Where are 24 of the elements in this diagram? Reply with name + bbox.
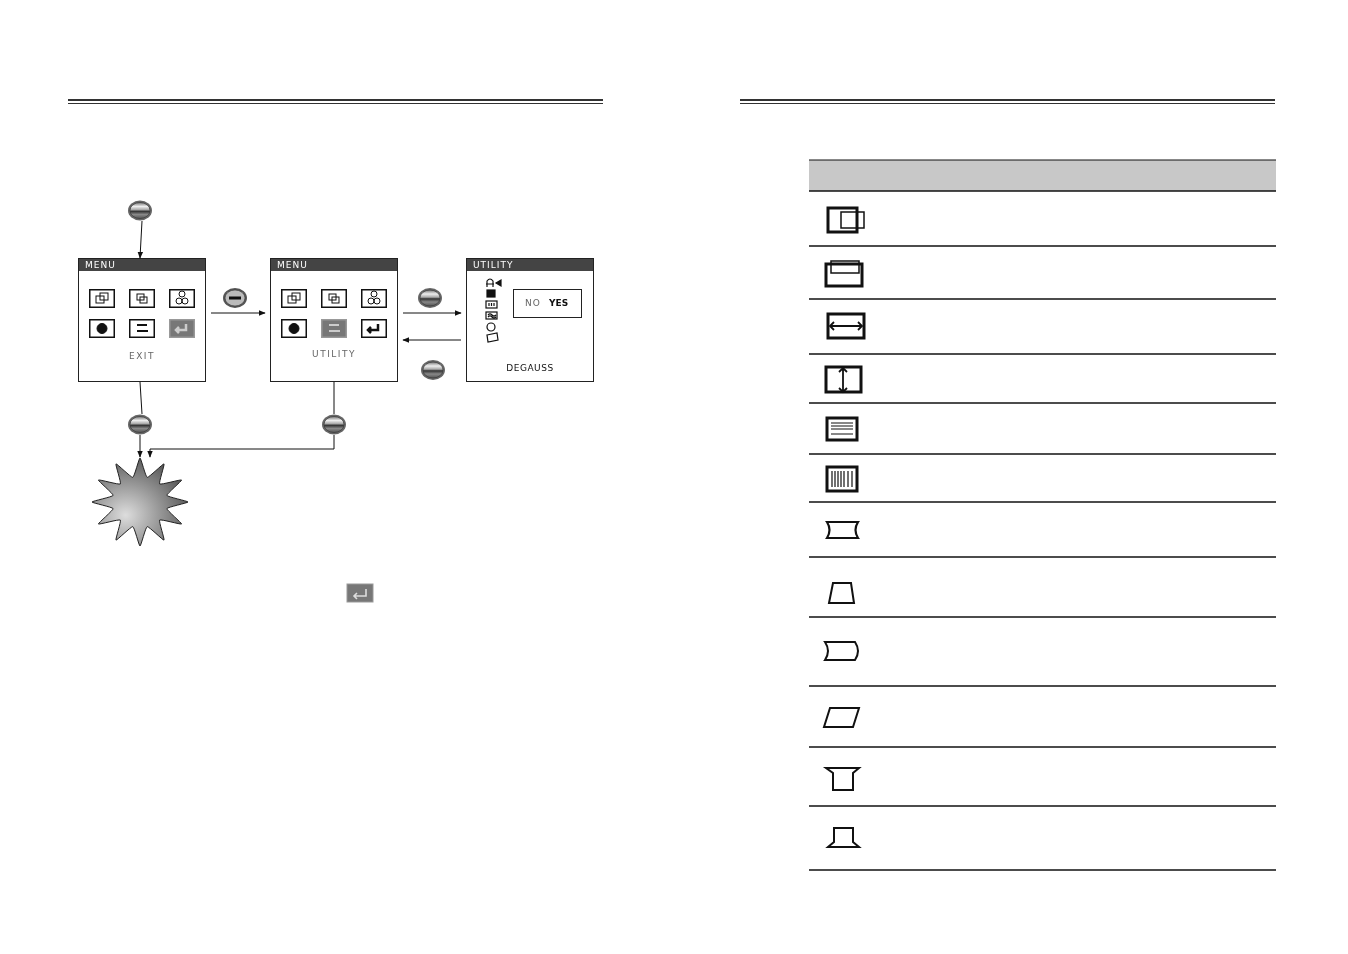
- screen-title-bar: UTILITY: [467, 259, 593, 271]
- starburst: [91, 457, 189, 547]
- option-no: NO: [525, 298, 541, 308]
- utility-screen: [466, 258, 594, 382]
- arrow: [137, 220, 144, 259]
- option-yes: YES: [549, 298, 569, 308]
- arrow: [402, 310, 462, 316]
- arrow: [402, 337, 462, 343]
- connector-line: [139, 381, 143, 415]
- menu-screen: [78, 258, 206, 382]
- arrow: [137, 434, 143, 458]
- menu-screen: [270, 258, 398, 382]
- connector-line: [333, 381, 335, 415]
- push-button-icon: [128, 200, 152, 221]
- screen-label: EXIT: [128, 351, 156, 361]
- screen-label: UTILITY: [311, 349, 357, 359]
- arrow: [210, 310, 266, 316]
- screen-title-bar: MENU: [271, 259, 397, 271]
- push-button-icon: [128, 414, 152, 435]
- screen-label: DEGAUSS: [505, 363, 555, 373]
- push-button-icon: [322, 414, 346, 435]
- screen-title-bar: MENU: [79, 259, 205, 271]
- arrow: [147, 434, 335, 458]
- option-box: [513, 289, 582, 318]
